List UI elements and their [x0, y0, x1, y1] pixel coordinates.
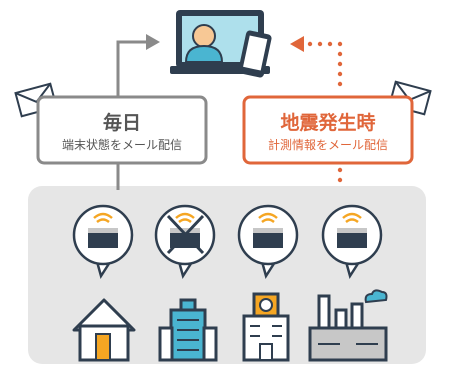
- daily-arrowhead: [146, 34, 160, 50]
- office-building-icon: [158, 298, 218, 362]
- sensor-balloon-office: [154, 204, 216, 280]
- earthquake-connector: [307, 41, 343, 183]
- computer-user-icon: [170, 10, 270, 74]
- smartphone-icon: [238, 30, 272, 78]
- daily-subtitle: 端末状態をメール配信: [61, 138, 182, 152]
- sensor-balloon-house: [72, 204, 134, 280]
- earthquake-title: 地震発生時: [280, 112, 376, 134]
- earthquake-box: [242, 95, 414, 165]
- daily-title: 毎日: [102, 112, 141, 134]
- wifi-sensor-icon: [337, 212, 367, 248]
- earthquake-subtitle: 計測情報をメール配信: [267, 138, 388, 152]
- wifi-sensor-icon: [88, 212, 118, 248]
- error-cross-icon: [166, 214, 205, 255]
- school-icon: [242, 292, 290, 362]
- wifi-sensor-icon: [253, 212, 283, 248]
- sensor-balloon-factory: [321, 204, 383, 280]
- earthquake-arrowhead: [290, 36, 304, 52]
- factory-icon: [308, 289, 388, 362]
- house-icon: [72, 298, 136, 362]
- sensor-balloon-school: [237, 204, 299, 280]
- daily-box: [36, 95, 208, 165]
